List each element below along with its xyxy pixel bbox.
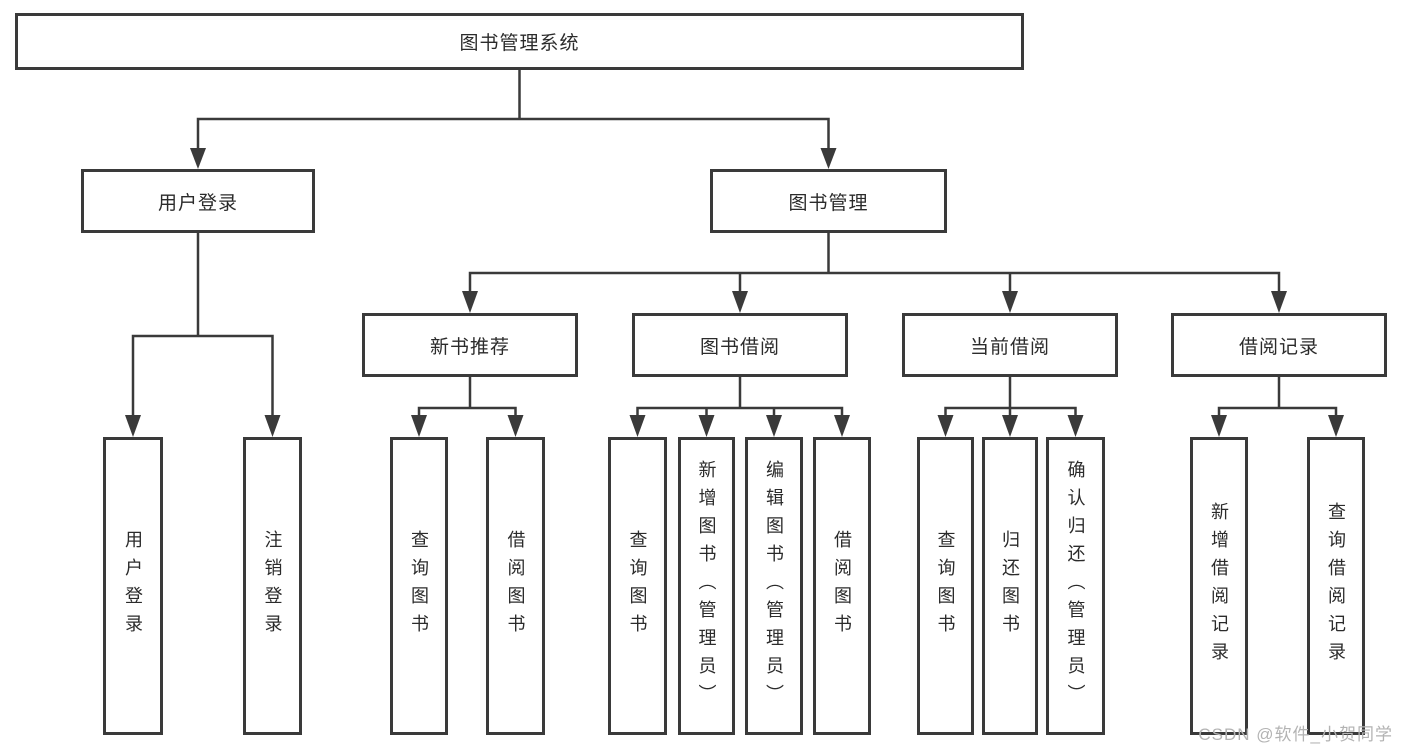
node-label: 新书推荐: [429, 336, 510, 358]
node-label: 用户登录: [123, 530, 143, 642]
node-label: 借阅图书: [505, 530, 526, 642]
node-book-management: 图书管理: [710, 169, 947, 233]
node-leaf-query-borrow-record: 查询借阅记录: [1307, 437, 1365, 735]
node-label: 查询借阅记录: [1326, 502, 1346, 670]
node-user-login: 用户登录: [81, 169, 315, 233]
csdn-watermark: CSDN @软件_小贺同学: [1198, 725, 1393, 744]
node-label: 用户登录: [157, 192, 238, 214]
node-leaf-borrow-books-recommend: 借阅图书: [486, 437, 545, 735]
node-label: 当前借阅: [969, 336, 1050, 358]
node-label: 查询图书: [627, 530, 648, 642]
node-label: 新增借阅记录: [1209, 502, 1229, 670]
node-leaf-logout: 注销登录: [243, 437, 302, 735]
node-leaf-edit-book-admin: 编辑图书（管理员）: [745, 437, 803, 735]
node-leaf-borrow-books: 借阅图书: [813, 437, 871, 735]
node-book-borrowing: 图书借阅: [632, 313, 848, 377]
node-label: 注销登录: [262, 530, 283, 642]
node-label: 借阅图书: [832, 530, 852, 642]
node-label: 图书管理系统: [459, 33, 580, 54]
node-label: 编辑图书（管理员）: [764, 460, 784, 712]
node-label: 图书管理: [788, 192, 869, 214]
node-leaf-user-login: 用户登录: [103, 437, 163, 735]
node-label: 查询图书: [935, 530, 956, 642]
node-label: 归还图书: [1000, 530, 1020, 642]
node-leaf-query-books-current: 查询图书: [917, 437, 974, 735]
node-label: 借阅记录: [1238, 336, 1319, 358]
node-leaf-add-book-admin: 新增图书（管理员）: [678, 437, 735, 735]
node-label: 图书借阅: [699, 336, 780, 358]
node-new-book-recommend: 新书推荐: [362, 313, 578, 377]
node-label: 查询图书: [409, 530, 429, 642]
node-library-management-system: 图书管理系统: [15, 13, 1024, 70]
node-leaf-add-borrow-record: 新增借阅记录: [1190, 437, 1248, 735]
node-current-borrowing: 当前借阅: [902, 313, 1118, 377]
node-label: 新增图书（管理员）: [696, 460, 717, 712]
node-leaf-confirm-return-admin: 确认归还（管理员）: [1046, 437, 1105, 735]
node-borrowing-records: 借阅记录: [1171, 313, 1387, 377]
node-leaf-query-books-recommend: 查询图书: [390, 437, 448, 735]
node-leaf-query-books-borrowing: 查询图书: [608, 437, 667, 735]
node-leaf-return-book: 归还图书: [982, 437, 1038, 735]
node-label: 确认归还（管理员）: [1065, 460, 1086, 712]
